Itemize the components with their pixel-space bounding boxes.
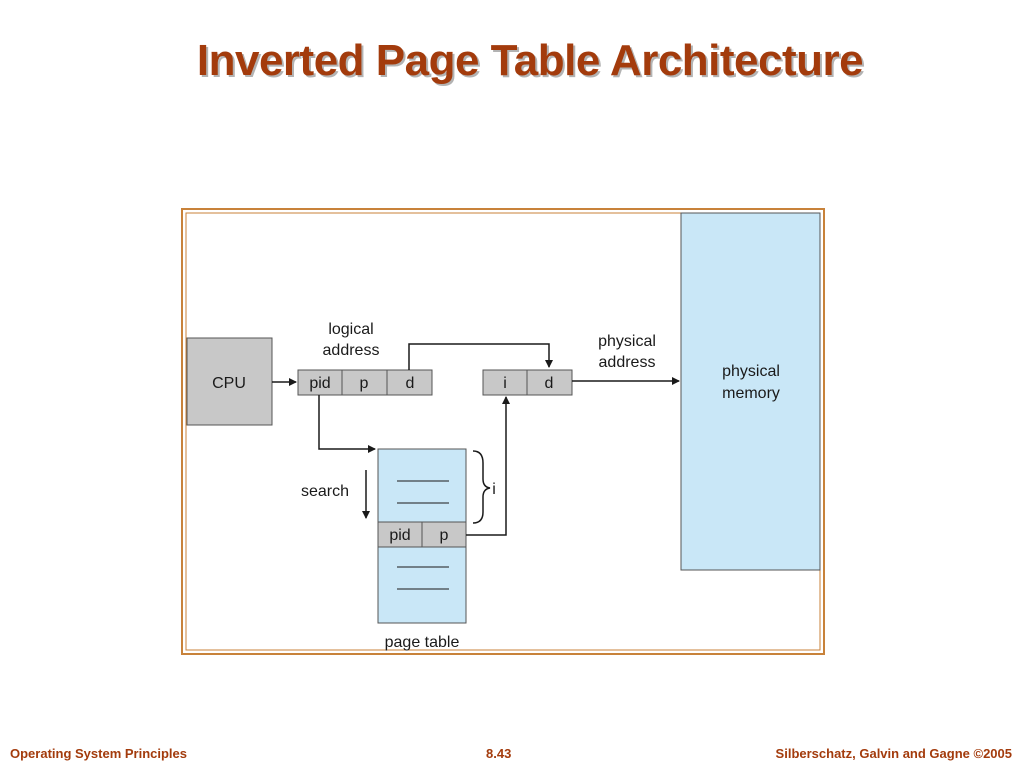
physical-address-label-line1: physical: [598, 333, 656, 350]
page-table-entry-pid: pid: [389, 527, 410, 544]
physical-address-field-i: i: [503, 375, 507, 392]
index-brace: [472, 450, 491, 524]
logical-address-label-line2: address: [323, 342, 380, 359]
page-table-entry-p: p: [440, 527, 449, 544]
slide-title: Inverted Page Table Architecture: [196, 36, 864, 85]
logical-address-label-line1: logical: [328, 321, 373, 338]
physical-address-label-line2: address: [599, 354, 656, 371]
offset-copy-arrow: [408, 343, 553, 370]
physical-memory-label-line1: physical: [722, 363, 780, 380]
footer-slide-number: 8.43: [486, 746, 512, 761]
logical-address-field-d: d: [406, 375, 415, 392]
entry-index-to-physical-address-arrow: [466, 396, 510, 536]
logical-address-field-pid: pid: [309, 375, 330, 392]
page-table-label: page table: [385, 634, 460, 651]
physical-address-register: i d: [482, 369, 573, 396]
logical-address-register: pid p d: [297, 369, 433, 396]
page-table-entry: pid p: [377, 521, 467, 548]
index-label: i: [492, 481, 496, 498]
pid-to-page-table-arrow: [318, 395, 376, 453]
search-label: search: [301, 483, 349, 500]
cpu-label: CPU: [212, 375, 246, 392]
physical-memory-label-line2: memory: [722, 385, 780, 402]
footer-copyright: Silberschatz, Galvin and Gagne ©2005: [775, 746, 1012, 761]
page-table: pid p: [377, 448, 467, 624]
cpu-box: CPU: [186, 337, 273, 426]
logical-address-field-p: p: [360, 375, 369, 392]
footer-course-title: Operating System Principles: [10, 746, 188, 761]
physical-address-field-d: d: [545, 375, 554, 392]
physical-memory-box: physical memory: [680, 212, 821, 571]
